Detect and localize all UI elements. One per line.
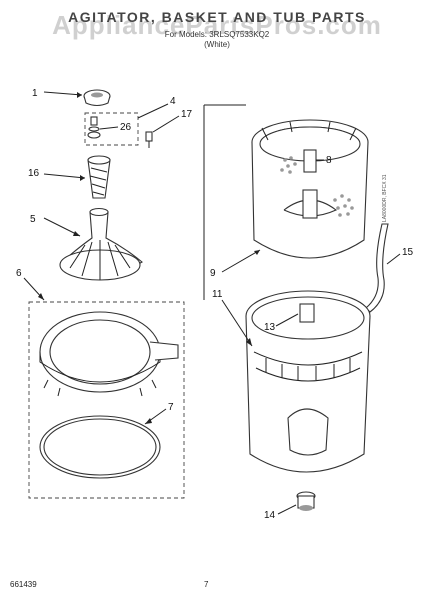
callout-9: 9: [210, 268, 216, 279]
watermark: AppliancePartsPros.com: [52, 10, 382, 40]
part-tub-seal[interactable]: [39, 415, 161, 479]
callout-6: 6: [16, 268, 22, 279]
part-screw[interactable]: [145, 131, 153, 148]
page-title: AGITATOR, BASKET AND TUB PARTS: [68, 9, 366, 25]
part-agitator-base[interactable]: [59, 207, 143, 281]
callout-15: 15: [402, 247, 414, 258]
fastener-group-box: [84, 112, 139, 146]
page-number: 7: [204, 580, 209, 589]
callout-8: 8: [326, 155, 332, 166]
part-outer-tub[interactable]: [245, 290, 371, 473]
callout-17: 17: [181, 109, 193, 120]
part-spin-basket[interactable]: [251, 119, 369, 259]
callout-16: 16: [28, 168, 40, 179]
callout-13: 13: [264, 322, 276, 333]
color-line: (White): [204, 40, 230, 49]
callout-1: 1: [32, 88, 38, 99]
callout-4: 4: [170, 96, 176, 107]
seal-group-box: [28, 301, 185, 499]
callout-26: 26: [120, 122, 132, 133]
part-hose[interactable]: [365, 223, 389, 313]
part-agitator-auger[interactable]: [87, 155, 111, 199]
part-fastener-kit[interactable]: [87, 116, 101, 139]
basket-perforations: [280, 156, 354, 217]
part-tub-ring[interactable]: [39, 311, 179, 397]
callout-7: 7: [168, 402, 174, 413]
callout-11: 11: [212, 289, 223, 300]
part-agitator-cap[interactable]: [83, 89, 111, 107]
document-number: 661439: [10, 580, 37, 589]
callout-14: 14: [264, 510, 276, 521]
part-drain-fitting[interactable]: [296, 491, 316, 511]
side-note: LA8000DR, BFCX 31: [382, 174, 388, 222]
callout-5: 5: [30, 214, 36, 225]
model-line: For Models: 3RLSQ7533KQ2: [164, 30, 270, 39]
